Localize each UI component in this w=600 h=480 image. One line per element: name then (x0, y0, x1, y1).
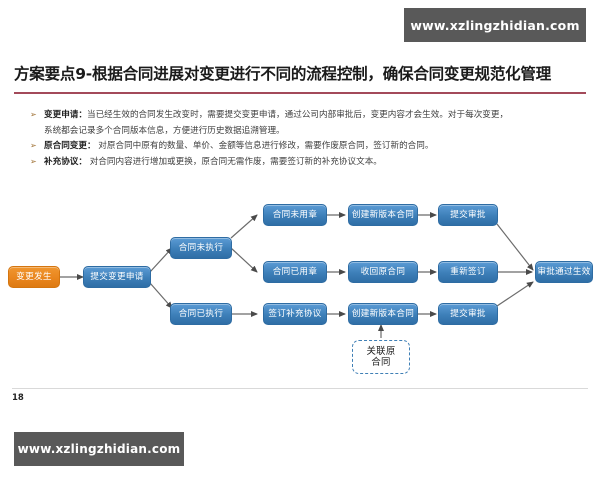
node-resign-contract[interactable]: 重新签订 (438, 261, 498, 283)
title-divider (14, 92, 586, 94)
node-sign-supplementary-agreement[interactable]: 签订补充协议 (263, 303, 327, 325)
node-approval-passed-effective[interactable]: 审批通过生效 (535, 261, 593, 283)
bullet-item-original-contract-change: ➢ 原合同变更： 对原合同中原有的数量、单价、金额等信息进行修改，需要作废原合同… (30, 139, 580, 153)
node-create-new-version-1[interactable]: 创建新版本合同 (348, 204, 418, 226)
page-title: 方案要点9-根据合同进展对变更进行不同的流程控制，确保合同变更规范化管理 (14, 65, 552, 83)
bullet-text: 对原合同中原有的数量、单价、金额等信息进行修改，需要作废原合同，签订新的合同。 (95, 140, 434, 151)
bullet-lead-label: 补充协议： (44, 156, 87, 167)
watermark-top: www.xzlingzhidian.com (404, 8, 586, 42)
node-contract-executed[interactable]: 合同已执行 (170, 303, 232, 325)
link-original-line-2: 合同 (371, 357, 391, 368)
node-change-occurs[interactable]: 变更发生 (8, 266, 60, 288)
node-contract-no-seal[interactable]: 合同未用章 (263, 204, 327, 226)
bullet-text: 对合同内容进行增加或更换，原合同无需作废，需要签订新的补充协议文本。 (86, 156, 382, 167)
bullet-item-change-request: ➢ 变更申请：当已经生效的合同发生改变时，需要提交变更申请，通过公司内部审批后，… (30, 108, 580, 139)
bullet-list: ➢ 变更申请：当已经生效的合同发生改变时，需要提交变更申请，通过公司内部审批后，… (30, 108, 580, 171)
page-number: 18 (12, 393, 24, 403)
node-submit-approval-2[interactable]: 提交审批 (438, 303, 498, 325)
node-withdraw-original-contract[interactable]: 收回原合同 (348, 261, 418, 283)
link-original-line-1: 关联原 (366, 345, 396, 357)
node-link-original-contract[interactable]: 关联原 合同 (352, 340, 410, 374)
flowchart: 变更发生 提交变更申请 合同未执行 合同已执行 合同未用章 合同已用章 签订补充… (0, 190, 600, 395)
bullet-continuation: 系统都会记录多个合同版本信息，方便进行历史数据追溯管理。 (44, 126, 285, 137)
arrow-bullet-icon: ➢ (30, 156, 37, 166)
flowchart-connectors (58, 212, 534, 338)
node-create-new-version-2[interactable]: 创建新版本合同 (348, 303, 418, 325)
arrow-bullet-icon: ➢ (30, 110, 37, 119)
bullet-item-supplementary-agreement: ➢ 补充协议： 对合同内容进行增加或更换，原合同无需作废，需要签订新的补充协议文… (30, 155, 580, 169)
watermark-bottom: www.xzlingzhidian.com (14, 432, 184, 466)
node-contract-not-executed[interactable]: 合同未执行 (170, 237, 232, 259)
bullet-text: 当已经生效的合同发生改变时，需要提交变更申请，通过公司内部审批后，变更内容才会生… (86, 110, 509, 120)
node-submit-approval-1[interactable]: 提交审批 (438, 204, 498, 226)
bullet-lead-label: 原合同变更： (44, 140, 96, 151)
footer-divider (12, 388, 588, 389)
arrow-bullet-icon: ➢ (30, 140, 37, 150)
node-submit-change-request[interactable]: 提交变更申请 (83, 266, 151, 288)
node-contract-sealed[interactable]: 合同已用章 (263, 261, 327, 283)
bullet-lead-label: 变更申请： (44, 110, 87, 120)
